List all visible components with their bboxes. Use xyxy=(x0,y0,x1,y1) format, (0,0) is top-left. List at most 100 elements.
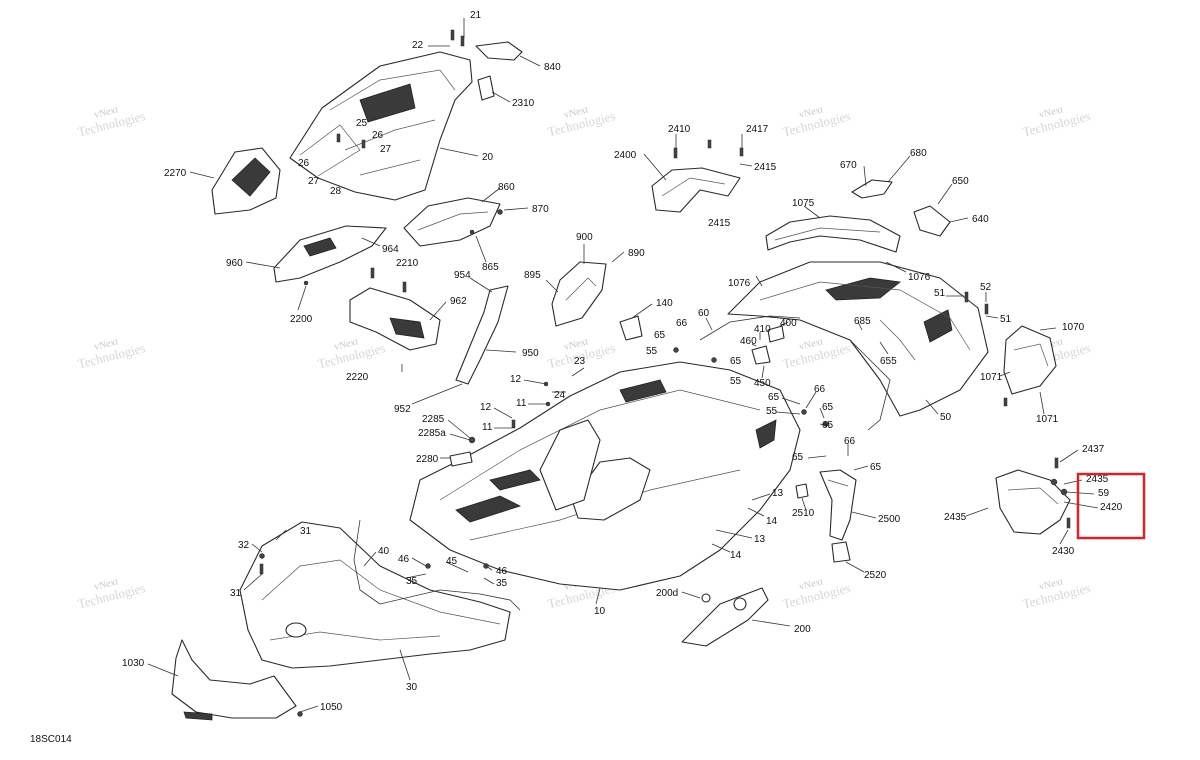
callout-1050: 1050 xyxy=(320,702,343,713)
callout-11: 11 xyxy=(482,422,493,433)
callout-21: 21 xyxy=(470,10,482,21)
callout-952: 952 xyxy=(394,404,411,415)
callout-50: 50 xyxy=(940,412,952,423)
part-1070 xyxy=(1003,325,1057,395)
callout-27: 27 xyxy=(308,176,320,187)
callout-55: 55 xyxy=(730,376,742,387)
callout-2415: 2415 xyxy=(708,218,731,229)
part-950 xyxy=(455,285,509,385)
callout-685: 685 xyxy=(854,316,871,327)
callout-2200: 962 xyxy=(450,296,467,307)
callout-28: 28 xyxy=(330,186,342,197)
callout-31: 31 xyxy=(230,588,242,599)
callout-32: 32 xyxy=(238,540,250,551)
part-890 xyxy=(551,261,607,327)
callout-680: 680 xyxy=(910,148,927,159)
callout-2510: 2510 xyxy=(792,508,815,519)
part-60 xyxy=(699,315,801,341)
part-840 xyxy=(475,41,523,61)
callout-24: 24 xyxy=(554,390,566,401)
part-40 xyxy=(353,519,381,605)
part-670 xyxy=(851,179,893,199)
callout-30: 30 xyxy=(406,682,418,693)
part-655 xyxy=(849,339,891,431)
callout-1030: 1030 xyxy=(122,658,145,669)
callout-22: 22 xyxy=(412,40,424,51)
callout-865: 865 xyxy=(482,262,499,273)
callout-1076: 1076 xyxy=(908,272,931,283)
callout-65: 65 xyxy=(870,462,882,473)
callout-2435: 2435 xyxy=(944,512,967,523)
callout-140: 140 xyxy=(656,298,673,309)
callout-2435: 2435 xyxy=(1086,474,1109,485)
callout-40: 40 xyxy=(378,546,390,557)
callout-65: 65 xyxy=(792,452,804,463)
part-140 xyxy=(619,315,643,341)
callout-55: 55 xyxy=(766,406,778,417)
callout-51: 51 xyxy=(1000,314,1012,325)
callout-640: 640 xyxy=(972,214,989,225)
part-640 xyxy=(913,205,951,237)
callout-65: 65 xyxy=(654,330,666,341)
callout-2500: 2500 xyxy=(878,514,901,525)
part-460 xyxy=(751,345,771,365)
callout-27: 27 xyxy=(380,144,392,155)
callout-12: 12 xyxy=(510,374,522,385)
callout-890: 890 xyxy=(628,248,645,259)
callout-13: 13 xyxy=(754,534,766,545)
callout-2285a: 2285a xyxy=(418,428,446,439)
callout-52: 52 xyxy=(980,282,992,293)
callout-35: 35 xyxy=(406,576,418,587)
callout-860: 860 xyxy=(498,182,515,193)
callout-900: 900 xyxy=(576,232,593,243)
callout-65: 65 xyxy=(822,402,834,413)
callout-1070: 1070 xyxy=(1062,322,1085,333)
part-2500 xyxy=(819,469,857,541)
callout-1076: 1076 xyxy=(728,278,751,289)
part-2420 xyxy=(995,469,1071,535)
callout-1075: 1075 xyxy=(792,198,815,209)
callout-60: 60 xyxy=(698,308,710,319)
callout-2437: 2437 xyxy=(1082,444,1105,455)
callout-20: 20 xyxy=(482,152,494,163)
callout-11: 11 xyxy=(516,398,527,409)
callout-31: 31 xyxy=(300,526,312,537)
callout-400: 400 xyxy=(780,318,797,329)
part-960 xyxy=(273,225,387,283)
callout-410: 410 xyxy=(754,324,771,335)
callout-labels: 21 22 840 2310 25 26 26 27 27 28 20 2270… xyxy=(122,10,1123,713)
part-45 xyxy=(379,589,521,611)
callout-66: 66 xyxy=(844,436,856,447)
callout-954: 954 xyxy=(454,270,471,281)
callout-2310: 2310 xyxy=(512,98,535,109)
callout-2430: 2430 xyxy=(1052,546,1075,557)
callout-14: 14 xyxy=(766,516,778,527)
callout-65: 65 xyxy=(822,420,834,431)
part-2520 xyxy=(831,541,851,563)
callout-65: 65 xyxy=(768,392,780,403)
callout-51: 51 xyxy=(934,288,946,299)
leader-lines xyxy=(147,18,1099,713)
callout-2520: 2520 xyxy=(864,570,887,581)
part-1030 xyxy=(171,639,297,721)
part-400 xyxy=(767,325,785,343)
callout-26: 26 xyxy=(372,130,384,141)
part-10 xyxy=(409,361,801,591)
callout-26: 26 xyxy=(298,158,310,169)
parts-layer xyxy=(171,29,1071,721)
figure-code: 18SC014 xyxy=(30,734,72,745)
part-200d xyxy=(701,593,711,603)
callout-962: 2200 xyxy=(290,314,313,325)
highlight-box xyxy=(1076,472,1146,540)
callout-25: 25 xyxy=(356,118,368,129)
callout-14: 14 xyxy=(730,550,742,561)
part-2400 xyxy=(651,167,741,213)
callout-2270: 2270 xyxy=(164,168,187,179)
part-2200 xyxy=(349,287,441,351)
part-30 xyxy=(239,521,511,669)
part-2270 xyxy=(211,147,281,215)
callout-46: 46 xyxy=(398,554,410,565)
callout-650: 650 xyxy=(952,176,969,187)
callout-2285: 2285 xyxy=(422,414,445,425)
